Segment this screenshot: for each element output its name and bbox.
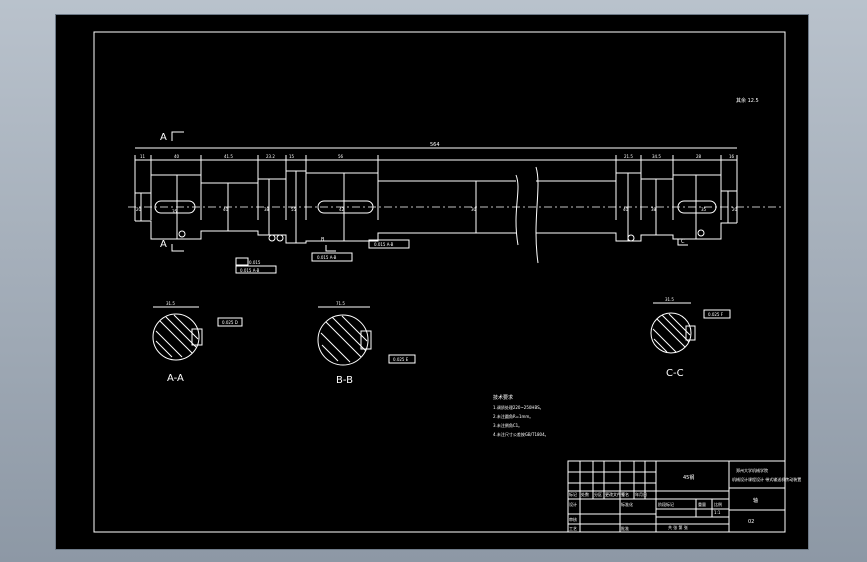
svg-text:0.015 A-B: 0.015 A-B bbox=[240, 268, 260, 273]
svg-text:0.025 D: 0.025 D bbox=[222, 320, 238, 325]
svg-text:45钢: 45钢 bbox=[683, 474, 694, 481]
svg-text:1:1: 1:1 bbox=[714, 510, 721, 515]
svg-text:郑州大学机械学院: 郑州大学机械学院 bbox=[736, 467, 768, 473]
svg-text:55: 55 bbox=[291, 207, 297, 212]
svg-text:C: C bbox=[681, 239, 685, 245]
svg-text:分区: 分区 bbox=[594, 491, 602, 497]
keyway-c bbox=[677, 200, 717, 214]
section-marks: A A B C bbox=[160, 131, 688, 252]
svg-text:38: 38 bbox=[651, 207, 657, 212]
svg-text:B: B bbox=[321, 237, 325, 243]
svg-text:4.未注尺寸公差按GB/T1804。: 4.未注尺寸公差按GB/T1804。 bbox=[493, 431, 549, 437]
shaft-body: 20 35 40 38 55 42 30 40 38 35 20 bbox=[134, 166, 738, 264]
title-block: 45钢 郑州大学机械学院 机械设计课程设计 带式输送机传动装置 轴 02 标记 … bbox=[567, 460, 801, 533]
shaft-drawing: 其余 12.5 564 11 40 41.5 23.2 15 56 21.5 3… bbox=[93, 31, 801, 533]
keyway-a bbox=[154, 200, 196, 214]
svg-text:共 张 第 张: 共 张 第 张 bbox=[668, 524, 688, 530]
svg-text:38: 38 bbox=[264, 207, 270, 212]
svg-text:更改文件号: 更改文件号 bbox=[605, 491, 625, 497]
svg-text:标记: 标记 bbox=[569, 491, 577, 497]
svg-text:15: 15 bbox=[289, 154, 295, 159]
svg-text:0.015: 0.015 bbox=[249, 260, 261, 265]
section-bb: 71.5 0.025 E B-B bbox=[317, 301, 416, 386]
gdt-frames: 0.015 0.015 A-B 0.015 A-B 0.015 A-B bbox=[235, 239, 410, 274]
svg-text:阶段标记: 阶段标记 bbox=[658, 501, 674, 507]
svg-text:审核: 审核 bbox=[569, 516, 577, 522]
svg-text:C-C: C-C bbox=[666, 368, 684, 379]
svg-text:35: 35 bbox=[701, 207, 707, 212]
svg-text:A: A bbox=[160, 239, 167, 250]
svg-text:0.015 A-B: 0.015 A-B bbox=[374, 242, 394, 247]
svg-text:42: 42 bbox=[339, 207, 345, 212]
overall-length: 564 bbox=[430, 142, 440, 148]
roughness-note: 其余 12.5 bbox=[736, 97, 759, 104]
svg-text:B-B: B-B bbox=[336, 375, 353, 386]
part-balloons bbox=[178, 229, 705, 242]
segment-dims: 11 40 41.5 23.2 15 56 21.5 34.5 28 16 bbox=[134, 154, 738, 220]
svg-text:批准: 批准 bbox=[621, 525, 629, 531]
svg-text:设计: 设计 bbox=[569, 501, 577, 507]
svg-text:比例: 比例 bbox=[714, 501, 722, 507]
svg-text:31.5: 31.5 bbox=[665, 297, 674, 302]
technical-requirements: 技术要求 1.调质处理220~250HBS。 2.未注圆角R=1mm。 3.未注… bbox=[493, 394, 549, 437]
svg-text:0.025 F: 0.025 F bbox=[708, 312, 724, 317]
svg-text:0.025 E: 0.025 E bbox=[393, 357, 409, 362]
svg-text:35: 35 bbox=[172, 209, 178, 214]
svg-text:28: 28 bbox=[696, 154, 702, 159]
svg-text:16: 16 bbox=[729, 154, 735, 159]
svg-text:处数: 处数 bbox=[581, 491, 589, 497]
svg-text:1.调质处理220~250HBS。: 1.调质处理220~250HBS。 bbox=[493, 404, 544, 410]
svg-text:0.015 A-B: 0.015 A-B bbox=[317, 255, 337, 260]
svg-text:21.5: 21.5 bbox=[624, 154, 633, 159]
svg-text:31.5: 31.5 bbox=[166, 301, 175, 306]
svg-text:56: 56 bbox=[338, 154, 344, 159]
drawing-sheet: 其余 12.5 564 11 40 41.5 23.2 15 56 21.5 3… bbox=[55, 14, 809, 550]
svg-text:3.未注倒角C1。: 3.未注倒角C1。 bbox=[493, 422, 522, 428]
svg-text:标准化: 标准化 bbox=[621, 501, 633, 507]
svg-text:40: 40 bbox=[623, 207, 629, 212]
section-aa: 31.5 0.025 D A-A bbox=[152, 301, 243, 384]
svg-text:40: 40 bbox=[223, 207, 229, 212]
svg-text:工艺: 工艺 bbox=[569, 526, 577, 531]
svg-text:签名: 签名 bbox=[621, 491, 629, 497]
svg-text:02: 02 bbox=[748, 519, 754, 525]
svg-text:30: 30 bbox=[471, 207, 477, 212]
svg-text:年月日: 年月日 bbox=[635, 491, 647, 497]
svg-text:2.未注圆角R=1mm。: 2.未注圆角R=1mm。 bbox=[493, 413, 533, 419]
section-cc: 31.5 0.025 F C-C bbox=[650, 297, 731, 379]
svg-text:23.2: 23.2 bbox=[266, 154, 275, 159]
svg-text:20: 20 bbox=[136, 207, 142, 212]
svg-text:机械设计课程设计 带式输送机传动装置: 机械设计课程设计 带式输送机传动装置 bbox=[732, 476, 801, 482]
svg-text:技术要求: 技术要求 bbox=[493, 394, 513, 401]
svg-text:重量: 重量 bbox=[698, 501, 706, 507]
svg-text:11: 11 bbox=[140, 154, 146, 159]
svg-text:A: A bbox=[160, 132, 167, 143]
keyway-b bbox=[317, 200, 374, 214]
drawing-frame bbox=[93, 31, 786, 533]
svg-text:71.5: 71.5 bbox=[336, 301, 345, 306]
svg-text:20: 20 bbox=[732, 207, 738, 212]
svg-text:40: 40 bbox=[174, 154, 180, 159]
svg-text:41.5: 41.5 bbox=[224, 154, 233, 159]
svg-text:轴: 轴 bbox=[753, 497, 758, 504]
svg-text:A-A: A-A bbox=[167, 373, 184, 384]
svg-text:34.5: 34.5 bbox=[652, 154, 661, 159]
